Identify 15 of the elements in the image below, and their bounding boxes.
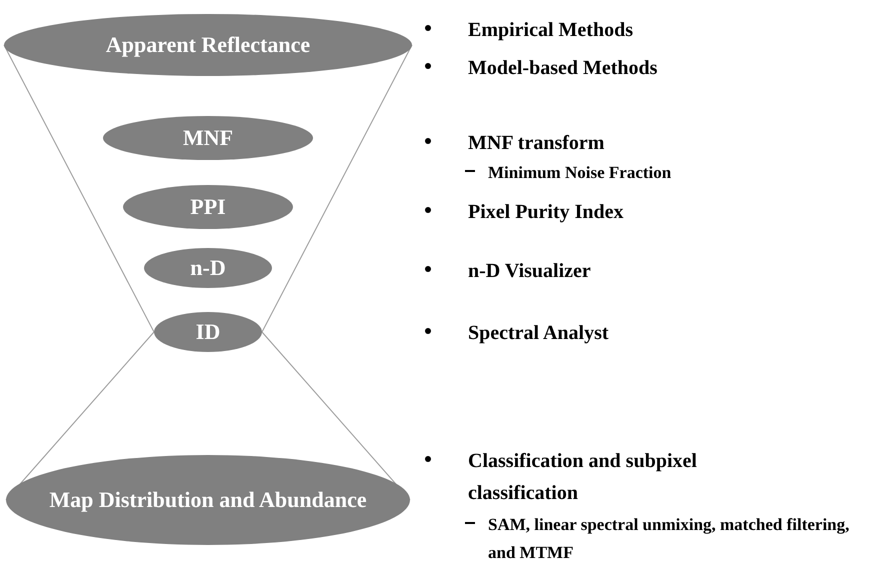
bullet-text: Pixel Purity Index	[468, 200, 625, 225]
bullet-text: n-D Visualizer	[468, 259, 592, 284]
bullet-text: Classification and subpixel classification	[468, 449, 698, 506]
stage-label: Apparent Reflectance	[104, 31, 312, 59]
bullet-text: Empirical Methods	[468, 18, 634, 43]
bullet-text: Spectral Analyst	[468, 321, 610, 346]
stage-label: Map Distribution and Abundance	[48, 486, 368, 514]
bullet-text: MNF transform	[468, 131, 606, 156]
stage-label: ID	[194, 318, 222, 346]
stage-label: PPI	[189, 193, 227, 221]
bullet-text: Model-based Methods	[468, 56, 658, 81]
stage-label: n-D	[189, 254, 227, 282]
stage-label: MNF	[182, 124, 234, 152]
sub-item-text: Minimum Noise Fraction	[488, 162, 672, 184]
sub-item-text: SAM, linear spectral unmixing, matched filtering, and MTMF	[488, 514, 850, 564]
